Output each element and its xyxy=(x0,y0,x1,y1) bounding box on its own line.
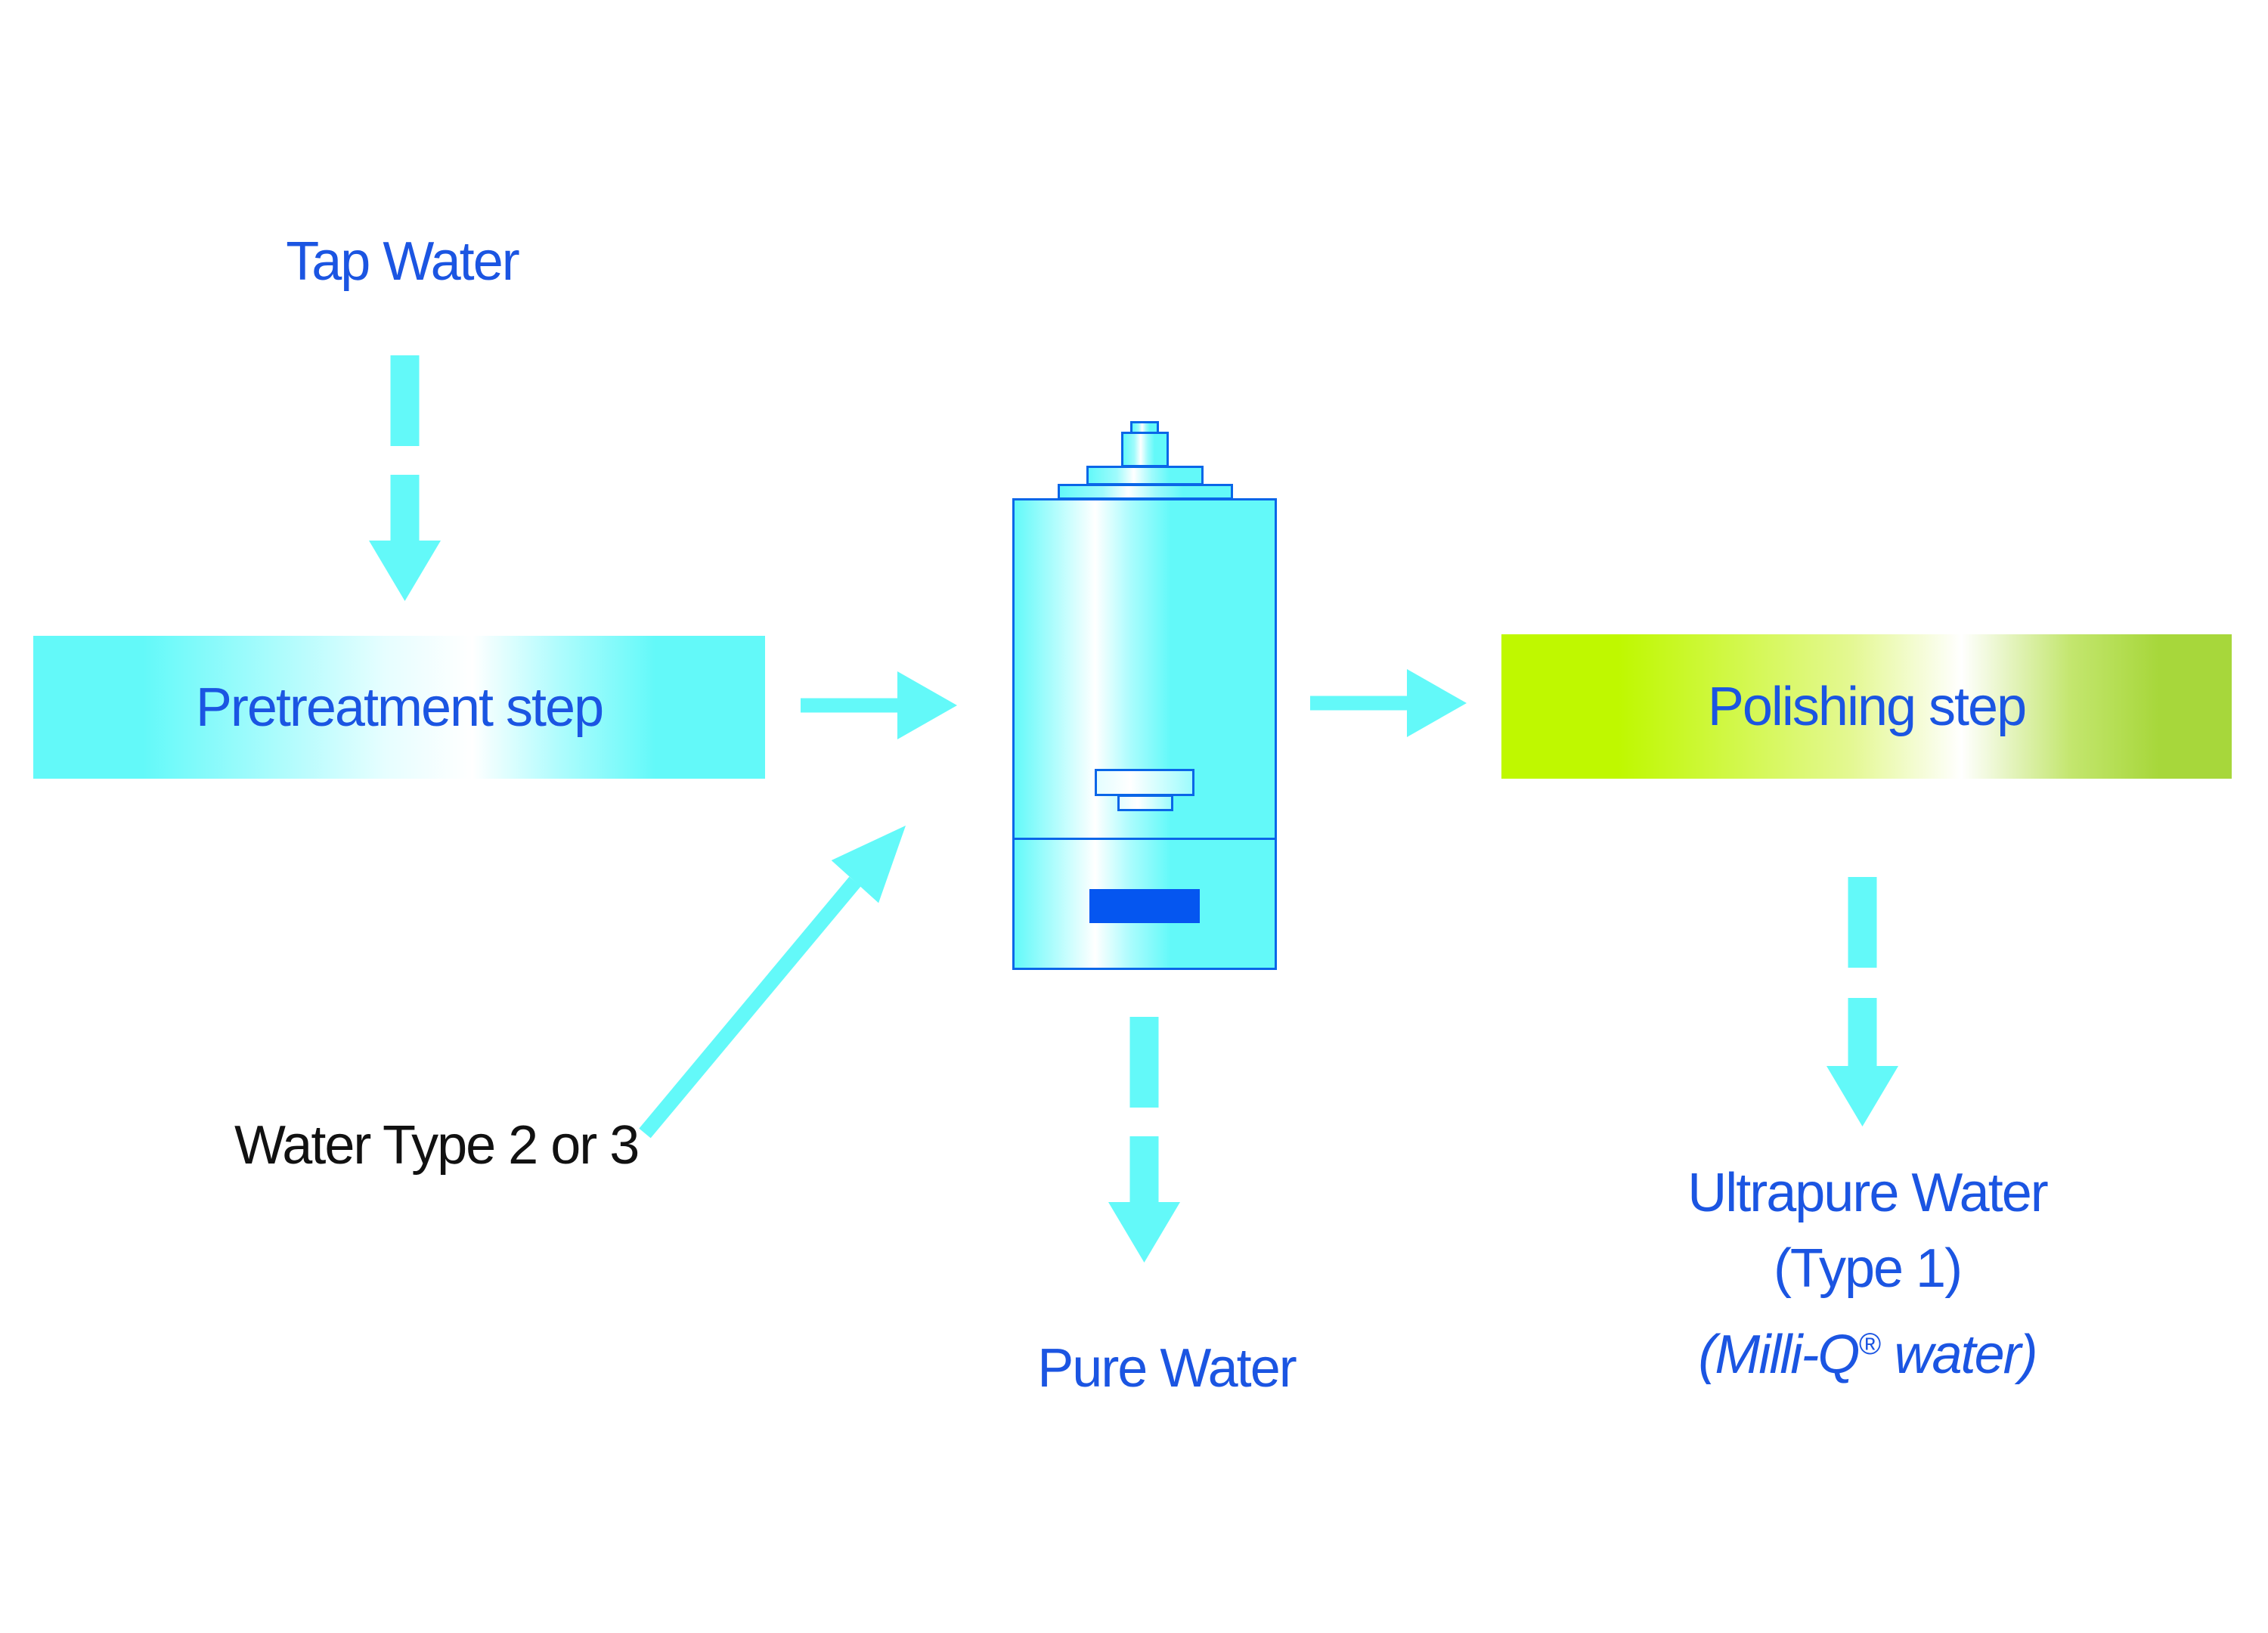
ultrapure-water-line2: (Type 1) xyxy=(1773,1238,1963,1299)
polishing-step-box: Polishing step xyxy=(1501,634,2232,779)
system-dispenser-outer xyxy=(1095,769,1194,796)
system-cap-tier-4 xyxy=(1058,484,1233,500)
system-body xyxy=(1012,498,1277,970)
arrow-tap-to-pretreatment-icon xyxy=(369,355,441,601)
milliq-suffix: water) xyxy=(1880,1325,2038,1385)
arrow-system-to-pure-water-icon xyxy=(1108,1017,1180,1263)
system-dispenser-spout xyxy=(1117,795,1173,811)
ultrapure-water-label: Ultrapure Water (Type 1) (Milli-Q® water… xyxy=(1603,1155,2132,1393)
system-display-panel xyxy=(1089,889,1200,923)
arrow-water-type-feed-icon xyxy=(627,809,945,1149)
tap-water-label: Tap Water xyxy=(286,231,519,292)
pure-water-label: Pure Water xyxy=(1037,1338,1297,1399)
water-type-label: Water Type 2 or 3 xyxy=(234,1115,640,1176)
milliq-prefix: (Milli-Q xyxy=(1698,1325,1860,1385)
registered-trademark-symbol: ® xyxy=(1858,1328,1881,1361)
pretreatment-step-label: Pretreatment step xyxy=(195,677,604,738)
system-base-separator xyxy=(1015,838,1275,840)
system-cap-tier-2 xyxy=(1121,432,1169,467)
ultrapure-water-line1: Ultrapure Water xyxy=(1687,1163,2048,1223)
arrow-polishing-to-ultrapure-icon xyxy=(1826,877,1898,1126)
arrow-pretreatment-to-system-icon xyxy=(801,671,957,739)
ultrapure-water-line3: (Milli-Q® water) xyxy=(1603,1306,2132,1393)
polishing-step-label: Polishing step xyxy=(1707,676,2027,737)
system-cap-tier-3 xyxy=(1086,466,1204,485)
pretreatment-step-box: Pretreatment step xyxy=(33,636,765,779)
arrow-system-to-polishing-icon xyxy=(1310,669,1467,737)
